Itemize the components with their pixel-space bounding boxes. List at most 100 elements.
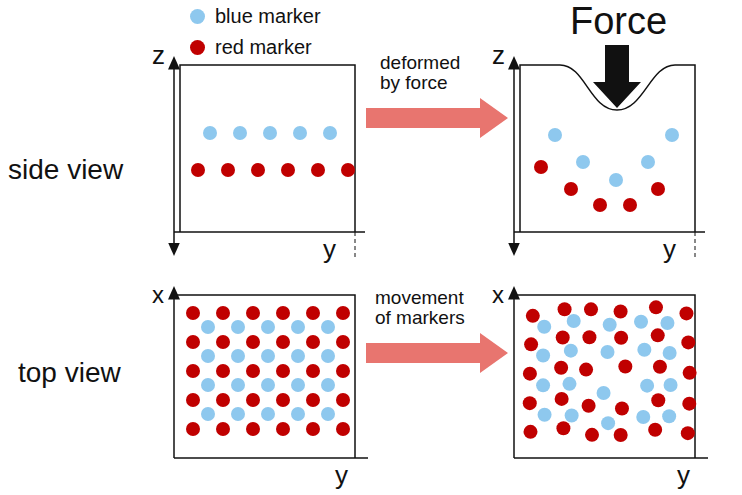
marker-dot <box>536 378 550 392</box>
marker-dot <box>664 378 678 392</box>
marker-dot <box>203 126 217 140</box>
marker-dot <box>291 407 305 421</box>
marker-dot <box>201 407 215 421</box>
axis-label: y <box>663 236 676 263</box>
marker-dot <box>523 367 537 381</box>
marker-dot <box>636 410 650 424</box>
marker-dot <box>536 349 550 363</box>
marker-dot <box>556 330 570 344</box>
marker-dot <box>261 320 275 334</box>
force-arrow <box>593 45 641 108</box>
legend-text: blue marker <box>215 5 321 28</box>
marker-dot <box>614 331 628 345</box>
marker-dot <box>233 126 247 140</box>
marker-dot <box>306 306 320 320</box>
marker-dot <box>614 305 628 319</box>
marker-dot <box>665 128 679 142</box>
marker-dot <box>537 320 551 334</box>
marker-dot <box>554 361 568 375</box>
marker-dot <box>186 364 200 378</box>
marker-dot <box>216 422 230 436</box>
marker-dot <box>562 377 576 391</box>
marker-dot <box>276 306 290 320</box>
marker-dot <box>609 173 623 187</box>
marker-dot <box>216 306 230 320</box>
axis-label: y <box>677 462 690 489</box>
marker-dot <box>564 182 578 196</box>
side-box <box>180 65 355 232</box>
marker-dot <box>579 363 593 377</box>
marker-dot <box>660 316 674 330</box>
marker-dot <box>276 393 290 407</box>
marker-dot <box>634 315 648 329</box>
marker-dot <box>679 306 693 320</box>
marker-dot <box>623 198 637 212</box>
marker-dot <box>682 397 696 411</box>
marker-dot <box>538 408 552 422</box>
marker-dot <box>321 378 335 392</box>
marker-dot <box>653 360 667 374</box>
marker-dot <box>231 349 245 363</box>
marker-dot <box>336 364 350 378</box>
marker-dot <box>321 320 335 334</box>
legend-row: blue marker <box>190 5 321 28</box>
marker-dot <box>201 349 215 363</box>
marker-dot <box>556 421 570 435</box>
marker-dot <box>276 335 290 349</box>
marker-dot <box>191 163 205 177</box>
marker-dot <box>216 364 230 378</box>
axis-label: z <box>152 42 165 69</box>
marker-dot <box>246 393 260 407</box>
marker-dot <box>614 428 628 442</box>
marker-dot <box>683 366 697 380</box>
marker-dot <box>306 393 320 407</box>
marker-dot <box>618 360 632 374</box>
marker-dot <box>681 426 695 440</box>
marker-dot <box>651 393 665 407</box>
marker-dot <box>640 379 654 393</box>
marker-dot <box>336 335 350 349</box>
marker-dot <box>306 422 320 436</box>
marker-dot <box>524 337 538 351</box>
marker-dot <box>336 393 350 407</box>
axis-label: y <box>335 462 348 489</box>
marker-dot <box>201 378 215 392</box>
marker-dot <box>649 300 663 314</box>
marker-dot <box>558 302 572 316</box>
view-label: top view <box>18 358 121 387</box>
marker-dot <box>603 318 617 332</box>
marker-dot <box>231 378 245 392</box>
legend-row: red marker <box>190 36 312 59</box>
force-label: Force <box>570 2 667 42</box>
axis-label: z <box>492 42 505 69</box>
marker-dot <box>641 155 655 169</box>
marker-dot <box>651 182 665 196</box>
marker-dot <box>597 386 611 400</box>
marker-dot <box>601 416 615 430</box>
marker-dot <box>651 328 665 342</box>
marker-dot <box>341 163 355 177</box>
view-label: side view <box>8 155 123 184</box>
legend-swatch <box>190 40 205 55</box>
marker-dot <box>648 423 662 437</box>
marker-dot <box>534 160 548 174</box>
marker-dot <box>567 314 581 328</box>
marker-dot <box>336 422 350 436</box>
marker-dot <box>261 378 275 392</box>
marker-dot <box>221 163 235 177</box>
marker-dot <box>261 407 275 421</box>
marker-dot <box>323 126 337 140</box>
marker-dot <box>291 349 305 363</box>
marker-dot <box>615 402 629 416</box>
marker-dot <box>186 422 200 436</box>
marker-dot <box>306 335 320 349</box>
marker-dot <box>637 343 651 357</box>
marker-dot <box>584 302 598 316</box>
marker-dot <box>523 425 537 439</box>
marker-dot <box>582 399 596 413</box>
marker-dot <box>662 409 676 423</box>
marker-dot <box>291 378 305 392</box>
legend-text: red marker <box>215 36 312 59</box>
marker-dot <box>251 163 265 177</box>
transition-arrow <box>366 333 508 373</box>
